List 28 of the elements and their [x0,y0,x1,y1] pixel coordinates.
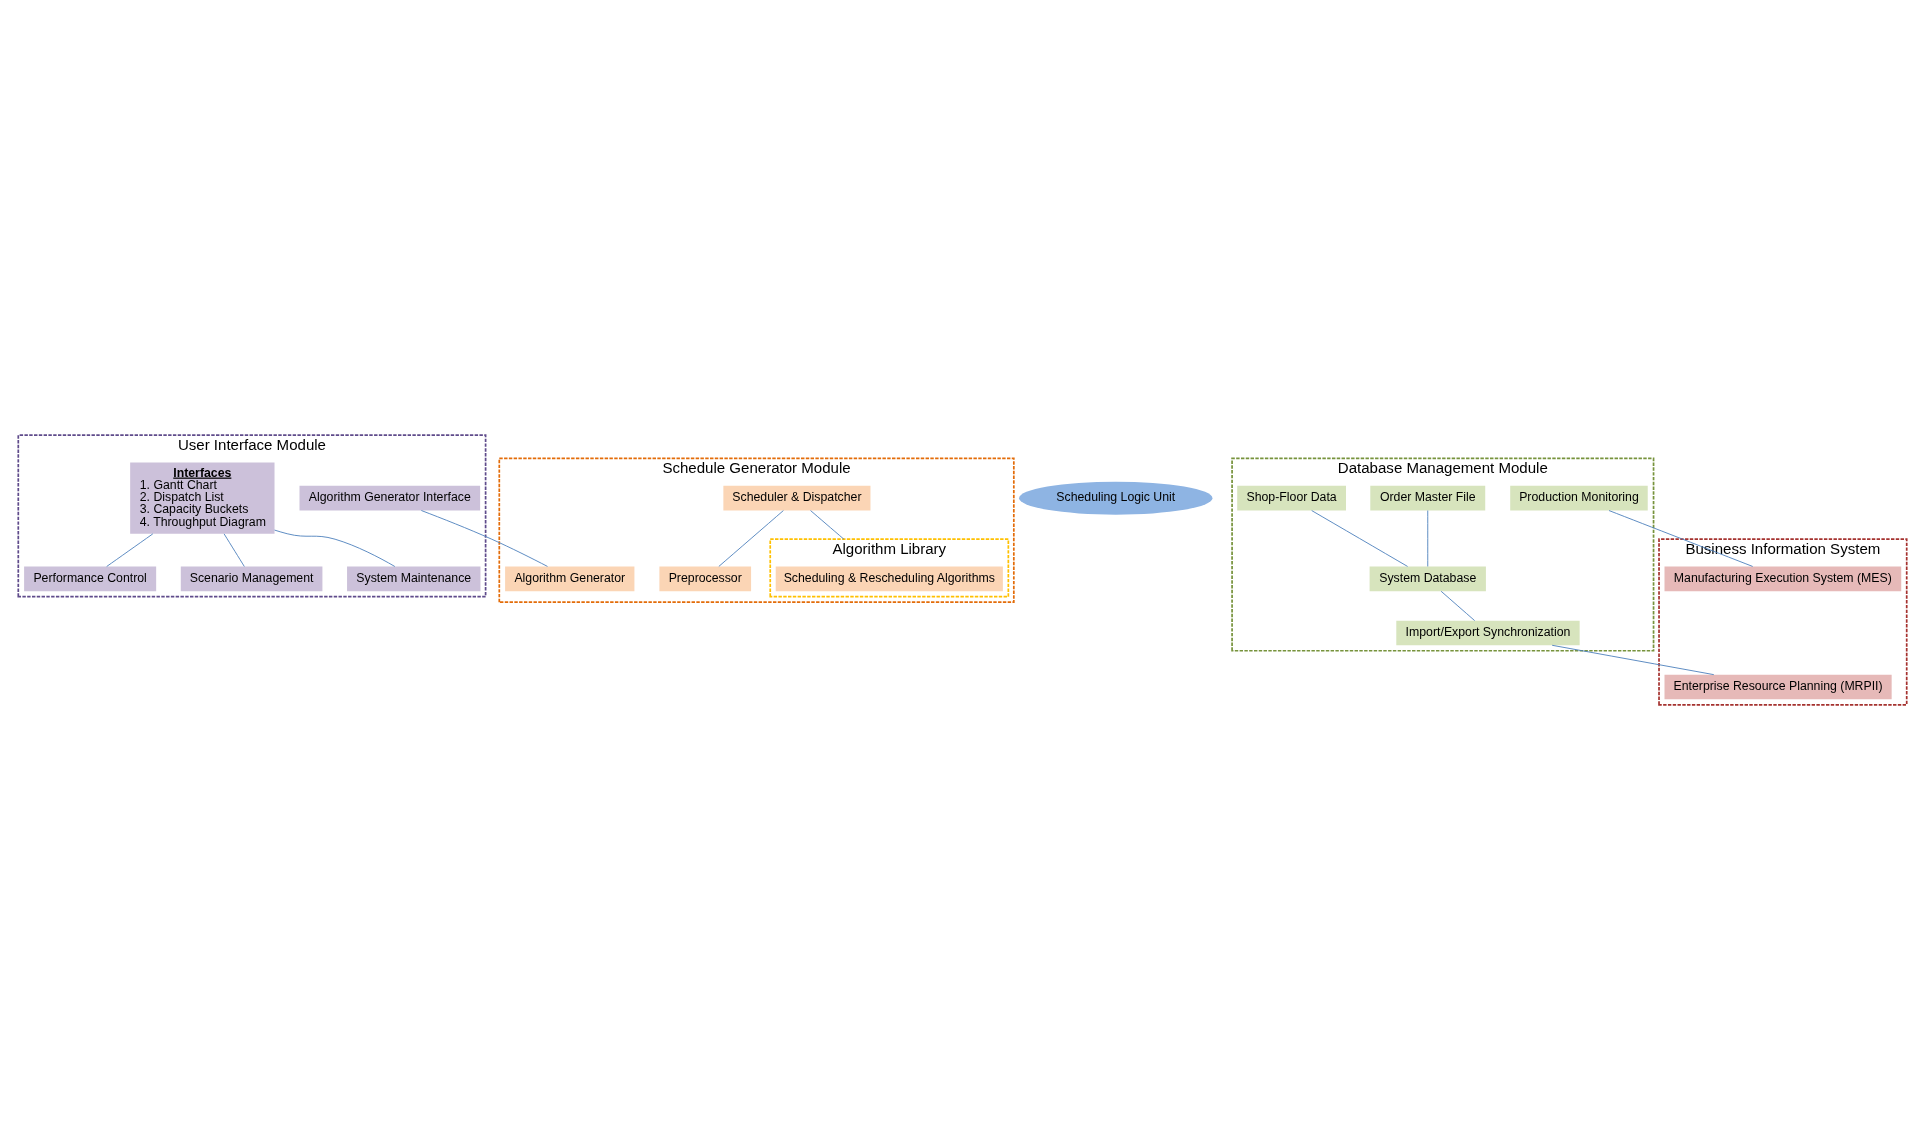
node-box: Import/Export Synchronization [1396,620,1580,645]
node-box: Algorithm Generator Interface [299,485,481,510]
connector [1427,509,1429,567]
node-box: Algorithm Generator [505,566,635,591]
node-box: Manufacturing Execution System (MES) [1664,566,1902,591]
node-box: Interfaces 1. Gantt Chart 2. Dispatch List 3. Capacity Buckets 4. Throughput Diagram [130,462,275,534]
connector [106,532,154,567]
node-box: Performance Control [24,566,157,591]
node-box: Production Monitoring [1510,485,1648,510]
node-box: Order Master File [1370,485,1486,510]
node-box: Scenario Management [180,566,323,591]
node-box: Preprocessor [659,566,752,591]
node-box: Scheduler & Dispatcher [723,485,871,510]
connector [420,509,548,567]
connector [1440,590,1476,621]
connector [274,529,396,567]
node-box: Enterprise Resource Planning (MRPII) [1664,674,1892,699]
connector [1608,509,1754,567]
connector [810,509,845,540]
node-ellipse: Scheduling Logic Unit [1019,481,1213,515]
connector [718,509,784,567]
connector [1311,509,1409,567]
connector [223,532,245,567]
connector [1551,644,1715,675]
node-box: System Maintenance [347,566,481,591]
node-box: System Database [1369,566,1486,591]
node-box: Scheduling & Rescheduling Algorithms [775,566,1003,591]
node-box: Shop-Floor Data [1237,485,1346,510]
